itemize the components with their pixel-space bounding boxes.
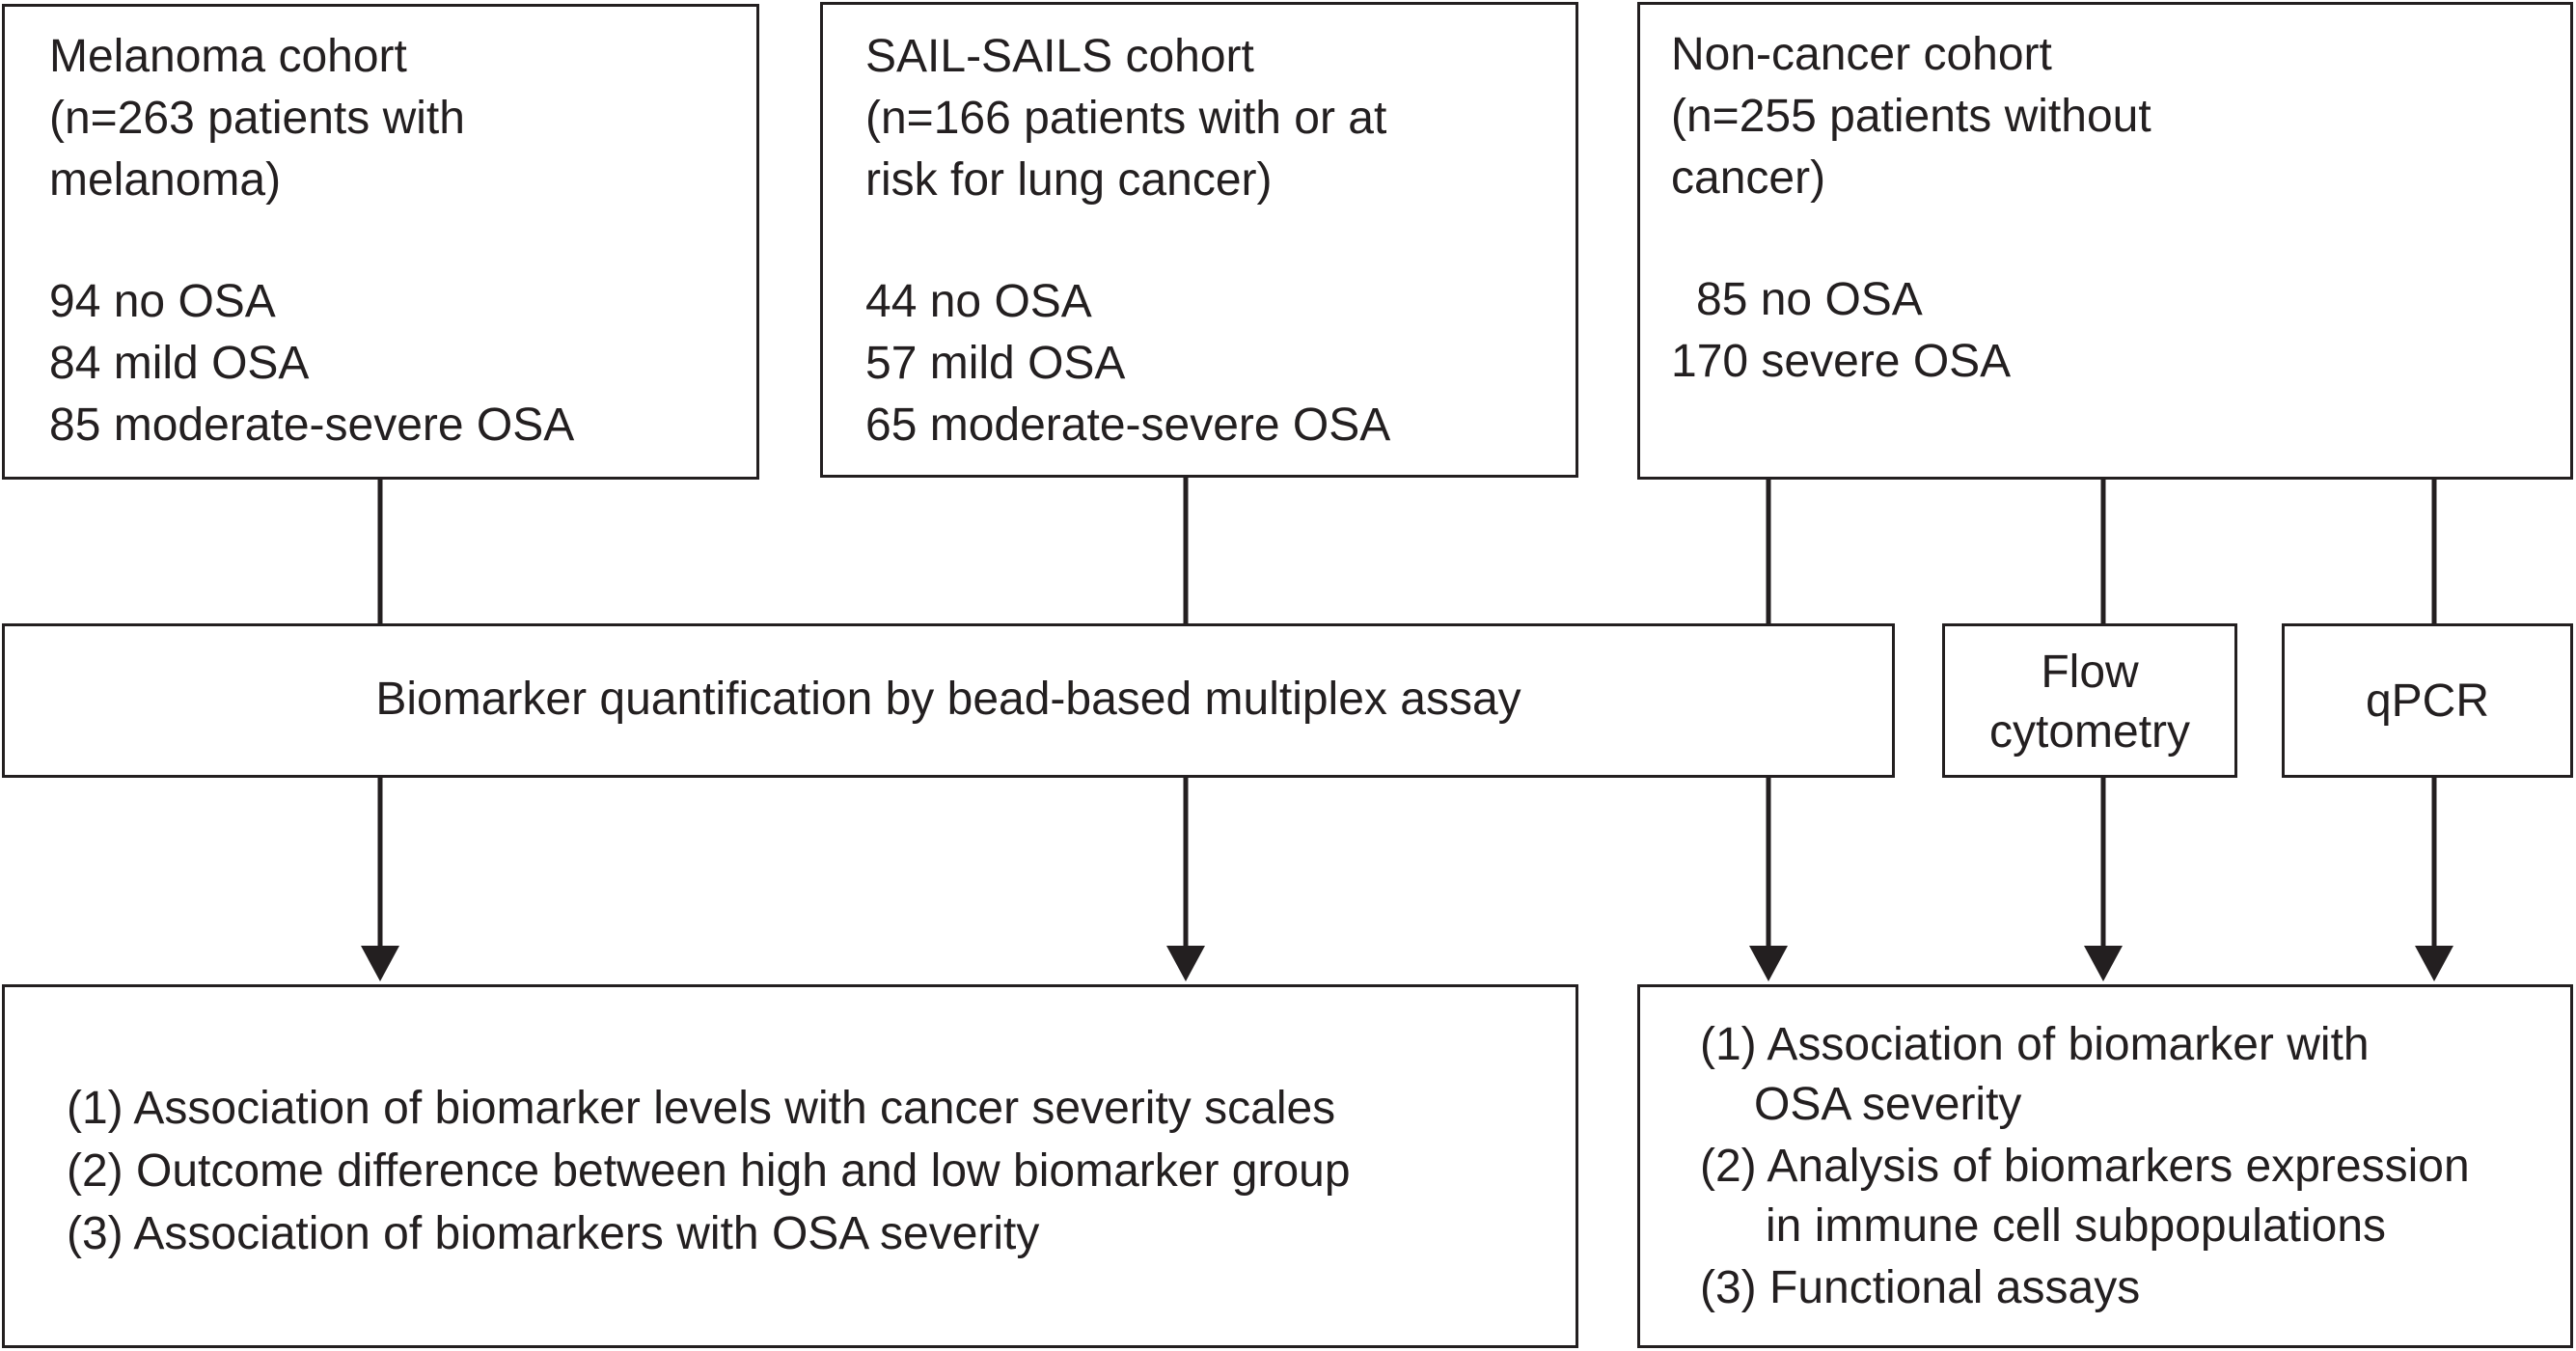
melanoma-cohort-box: Melanoma cohort (n=263 patients with mel… [2, 4, 759, 480]
arrowhead-icon [1749, 946, 1788, 981]
sail-sails-cohort-box: SAIL-SAILS cohort (n=166 patients with o… [820, 2, 1578, 478]
outcome-item: (3) Functional assays [1700, 1262, 2141, 1313]
flow-cytometry-label: cytometry [1988, 706, 2191, 758]
flow-cytometry-label: Flow [2041, 647, 2139, 698]
arrowhead-icon [2415, 946, 2453, 981]
cohort-description: (n=166 patients with or at [865, 93, 1387, 144]
outcome-item-continued: OSA severity [1754, 1079, 2022, 1130]
outcome-item: (1) Association of biomarker levels with… [67, 1083, 1336, 1134]
cancer-outcomes-box: (1) Association of biomarker levels with… [2, 984, 1578, 1348]
cohort-count: 85 moderate-severe OSA [49, 400, 575, 451]
arrowhead-icon [361, 946, 399, 981]
cohort-description: cancer) [1671, 152, 1826, 204]
outcome-item-continued: in immune cell subpopulations [1766, 1200, 2387, 1252]
qpcr-label: qPCR [2365, 676, 2490, 727]
arrowhead-icon [2084, 946, 2123, 981]
cohort-count: 84 mild OSA [49, 338, 310, 389]
bead-assay-box: Biomarker quantification by bead-based m… [2, 623, 1895, 778]
arrowhead-icon [1166, 946, 1205, 981]
cohort-title: Melanoma cohort [49, 31, 407, 82]
cohort-description: (n=255 patients without [1671, 91, 2151, 142]
cohort-description: risk for lung cancer) [865, 154, 1273, 206]
outcome-item: (2) Analysis of biomarkers expression [1700, 1141, 2470, 1192]
cohort-title: SAIL-SAILS cohort [865, 31, 1254, 82]
cohort-count: 65 moderate-severe OSA [865, 400, 1391, 451]
non-cancer-cohort-box: Non-cancer cohort (n=255 patients withou… [1637, 2, 2573, 480]
cohort-description: (n=263 patients with [49, 93, 465, 144]
cohort-count: 85 no OSA [1696, 274, 1923, 325]
cohort-description: melanoma) [49, 154, 282, 206]
outcome-item: (1) Association of biomarker with [1700, 1019, 2370, 1070]
outcome-item: (3) Association of biomarkers with OSA s… [67, 1208, 1040, 1259]
cohort-count: 57 mild OSA [865, 338, 1126, 389]
cohort-title: Non-cancer cohort [1671, 29, 2052, 80]
cohort-count: 94 no OSA [49, 276, 276, 327]
cohort-count: 170 severe OSA [1671, 336, 2012, 387]
qpcr-box: qPCR [2282, 623, 2573, 778]
non-cancer-outcomes-box: (1) Association of biomarker with OSA se… [1637, 984, 2573, 1348]
cohort-count: 44 no OSA [865, 276, 1092, 327]
flow-cytometry-box: Flow cytometry [1942, 623, 2237, 778]
outcome-item: (2) Outcome difference between high and … [67, 1145, 1351, 1197]
bead-assay-label: Biomarker quantification by bead-based m… [375, 674, 1521, 725]
